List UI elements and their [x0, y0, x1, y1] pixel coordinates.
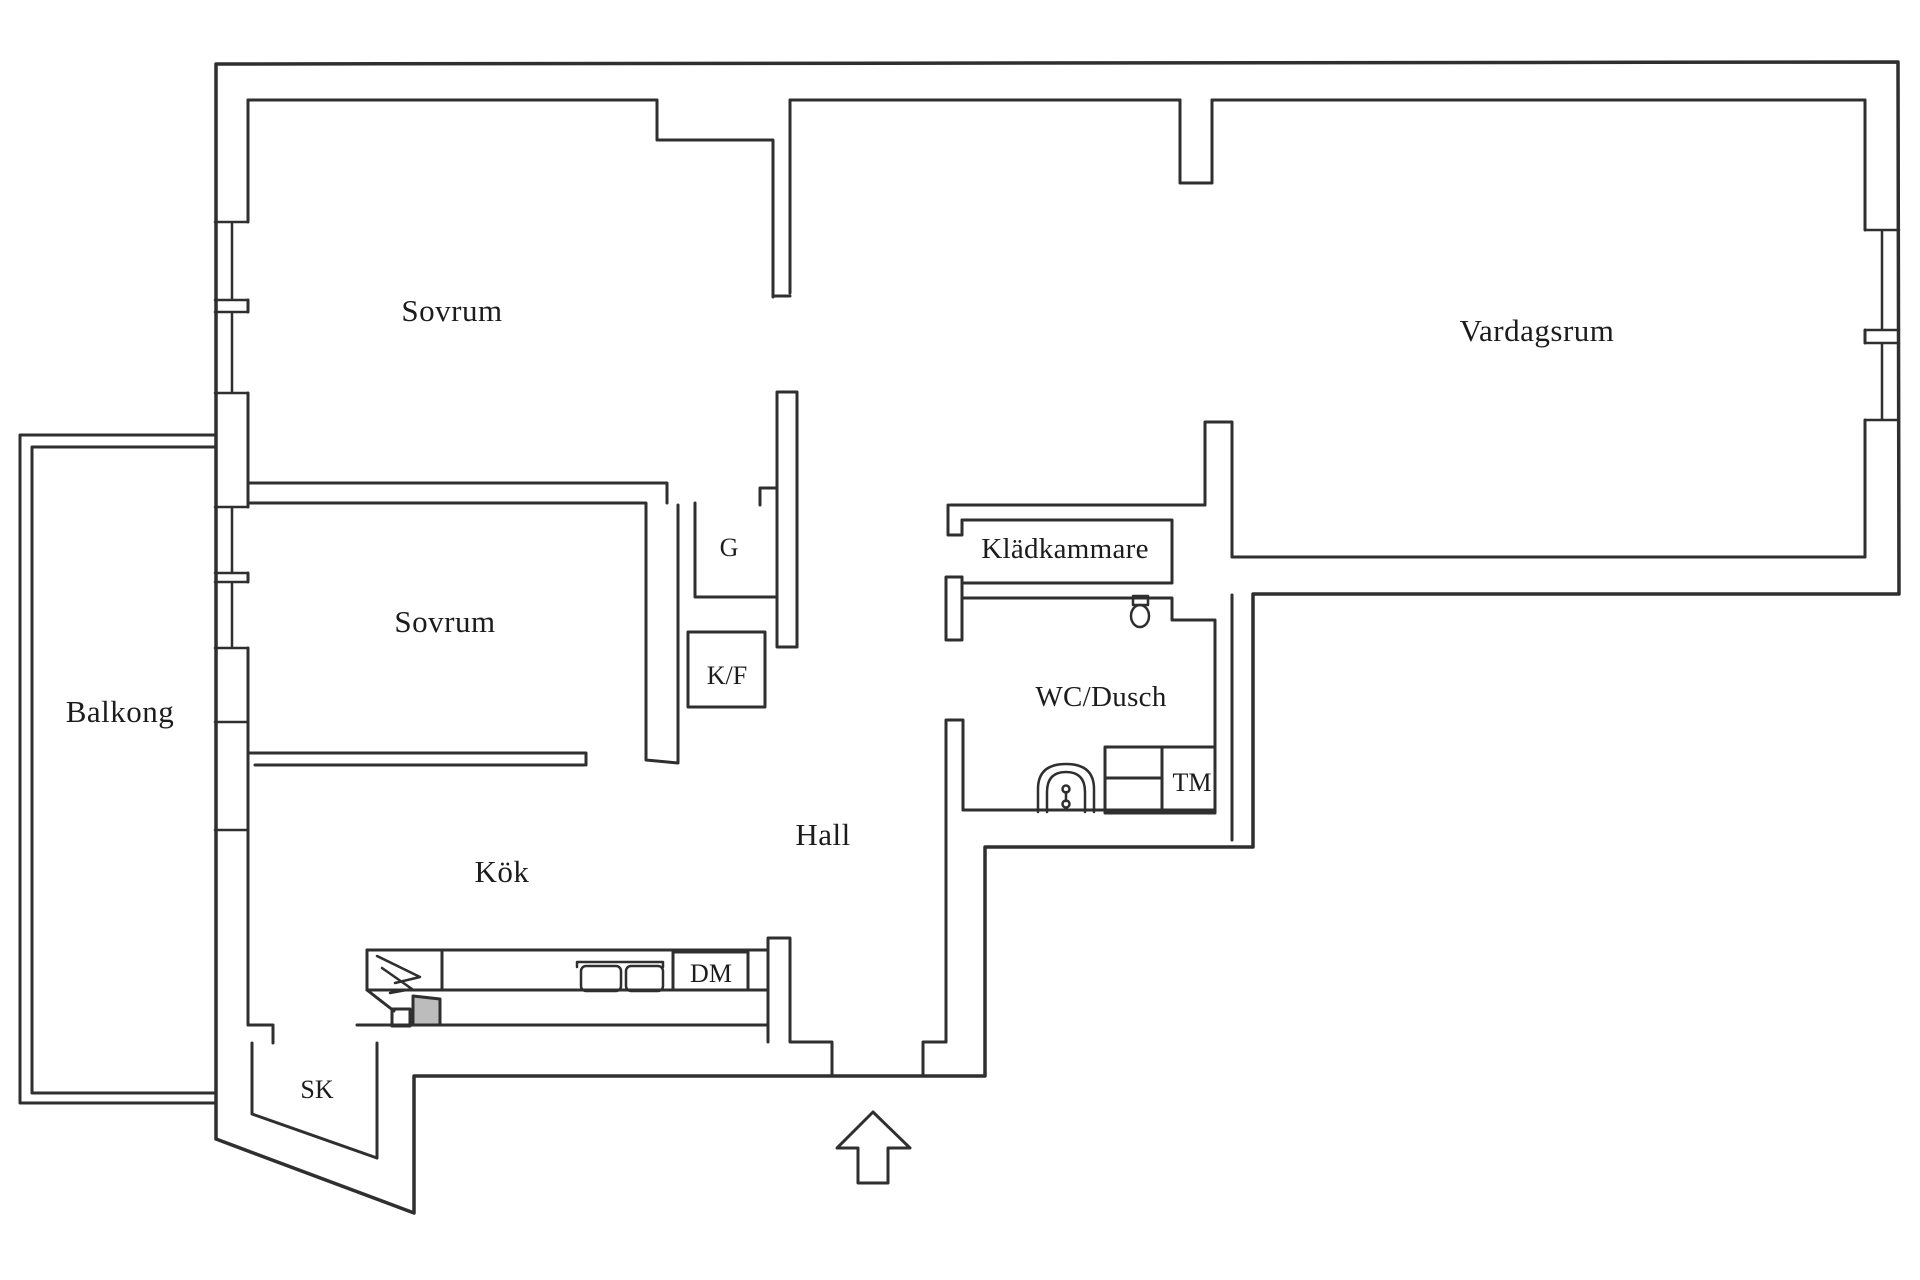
room-label-garderob: G — [720, 533, 739, 562]
exterior-wall-outline — [214, 60, 1901, 1215]
sovrum2-windows — [213, 505, 250, 650]
room-label-dm: DM — [690, 959, 732, 988]
entrance-arrow-icon — [835, 1110, 912, 1185]
garderob-closet-walls — [693, 486, 779, 599]
top-wall-stub — [1178, 98, 1214, 185]
room-label-kyl-frys: K/F — [707, 661, 747, 690]
stove-arrow-icon — [375, 954, 422, 995]
counter-end-wall-stub — [766, 936, 834, 1077]
wc-left-wall-lower — [944, 718, 965, 1044]
sovrum1-right-wall-outer — [771, 98, 792, 298]
fridge-freezer-box — [686, 630, 767, 709]
kladkammare-bottom-outer-wall — [960, 596, 1217, 812]
entry-jamb-step — [921, 1040, 948, 1077]
shower-cabinet — [1103, 745, 1164, 815]
room-label-wc-dusch: WC/Dusch — [1035, 681, 1166, 713]
wc-left-wall-stub — [944, 575, 964, 642]
hall-center-tall-wall — [775, 390, 799, 649]
balcony-door-caps — [213, 720, 250, 832]
room-label-kok: Kök — [475, 854, 530, 889]
sovrum1-top-and-right-wall — [246, 98, 775, 299]
room-label-sovrum2: Sovrum — [394, 604, 495, 639]
wc-toilet-icon — [1129, 594, 1151, 629]
corner-cabinet-gray-wedge — [411, 994, 442, 1027]
corner-cabinet-lines — [365, 988, 396, 1013]
washing-machine-box — [1160, 745, 1217, 815]
vardagsrum-windows — [1863, 228, 1901, 422]
sovrum2-right-wall — [644, 501, 680, 765]
vardagsrum-left-wall — [1203, 420, 1234, 559]
room-label-balkong: Balkong — [66, 694, 175, 729]
dishwasher-box — [671, 950, 750, 992]
balcony-rail-outer — [18, 433, 217, 1105]
corner-cabinet-box — [390, 1007, 412, 1028]
kladkammare-left-jamb-top — [946, 503, 964, 537]
room-label-hall: Hall — [795, 817, 850, 852]
room-label-tm: TM — [1173, 768, 1212, 797]
sovrum2-bottom-wall — [246, 751, 588, 767]
kitchen-double-sink-icon — [575, 960, 665, 993]
sovrum-divider-wall — [246, 481, 669, 505]
room-label-sovrum1: Sovrum — [401, 293, 502, 328]
room-label-kladkammare: Klädkammare — [981, 533, 1149, 565]
room-label-sk: SK — [300, 1075, 333, 1104]
sovrum1-windows — [213, 220, 250, 395]
balcony-rail-inner — [30, 445, 217, 1095]
sk-door-jambs — [246, 1023, 380, 1160]
sk-inner-wall-diagonal — [250, 1041, 379, 1160]
room-label-vardagsrum: Vardagsrum — [1460, 313, 1615, 348]
wc-washbasin-icon — [1036, 762, 1096, 814]
